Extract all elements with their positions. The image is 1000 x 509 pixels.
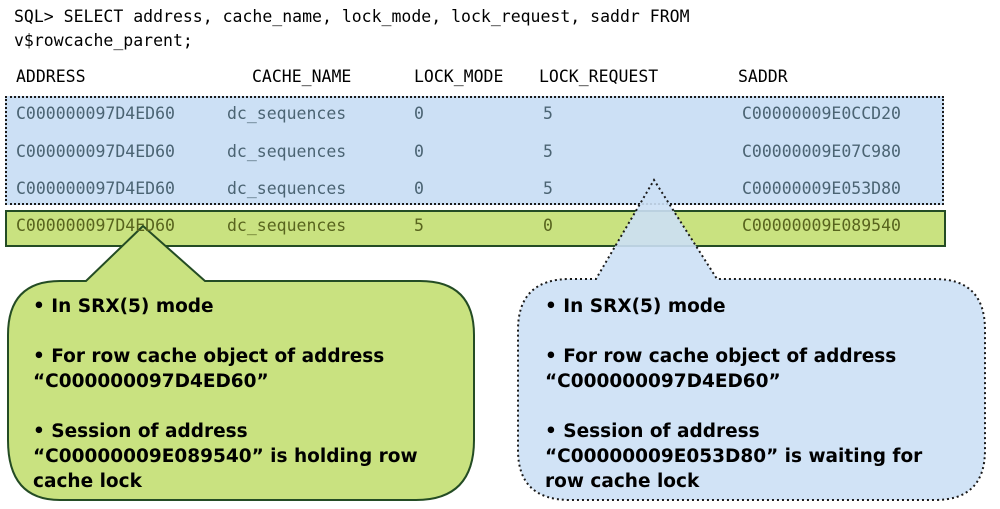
column-header-lock-mode: LOCK_MODE: [414, 67, 504, 86]
column-header-saddr: SADDR: [738, 67, 788, 86]
callout-right-bubble: [517, 178, 986, 501]
cell-cache-name: dc_sequences: [227, 104, 347, 123]
cell-cache-name: dc_sequences: [227, 216, 347, 235]
cell-lock-request: 5: [543, 142, 553, 161]
callout-left-bullet-mode: • In SRX(5) mode: [33, 296, 214, 317]
cell-saddr: C00000009E089540: [742, 216, 901, 235]
cell-address: C000000097D4ED60: [16, 179, 175, 198]
column-header-lock-request: LOCK_REQUEST: [539, 67, 659, 86]
cell-cache-name: dc_sequences: [227, 142, 347, 161]
cell-saddr: C00000009E053D80: [742, 179, 901, 198]
cell-lock-mode: 0: [414, 104, 424, 123]
callout-left-bubble: [7, 224, 475, 501]
callout-right-bullet-session: • Session of address “C00000009E053D80” …: [545, 421, 923, 492]
cell-cache-name: dc_sequences: [227, 179, 347, 198]
column-header-cache-name: CACHE_NAME: [252, 67, 352, 86]
callout-left-bullet-object: • For row cache object of address “C0000…: [33, 346, 385, 392]
cell-saddr: C00000009E0CCD20: [742, 104, 901, 123]
callout-right-bullet-mode: • In SRX(5) mode: [545, 296, 726, 317]
callout-left-text: • In SRX(5) mode • For row cache object …: [33, 294, 463, 494]
column-header-address: ADDRESS: [16, 67, 86, 86]
cell-address: C000000097D4ED60: [16, 142, 175, 161]
cell-lock-mode: 5: [414, 216, 424, 235]
holding-row-highlight: [5, 210, 946, 247]
callout-left-bullet-session: • Session of address “C00000009E089540” …: [33, 421, 418, 492]
cell-lock-request: 5: [543, 104, 553, 123]
cell-lock-request: 0: [543, 216, 553, 235]
sql-line-1: SQL> SELECT address, cache_name, lock_mo…: [14, 7, 690, 26]
waiting-rows-highlight: [5, 96, 944, 205]
sql-statement: SQL> SELECT address, cache_name, lock_mo…: [14, 5, 690, 53]
cell-address: C000000097D4ED60: [16, 104, 175, 123]
callout-right-bullet-object: • For row cache object of address “C0000…: [545, 346, 897, 392]
sql-line-2: v$rowcache_parent;: [14, 31, 193, 50]
cell-lock-request: 5: [543, 179, 553, 198]
cell-address: C000000097D4ED60: [16, 216, 175, 235]
cell-lock-mode: 0: [414, 179, 424, 198]
cell-saddr: C00000009E07C980: [742, 142, 901, 161]
cell-lock-mode: 0: [414, 142, 424, 161]
callout-right-text: • In SRX(5) mode • For row cache object …: [545, 294, 965, 494]
